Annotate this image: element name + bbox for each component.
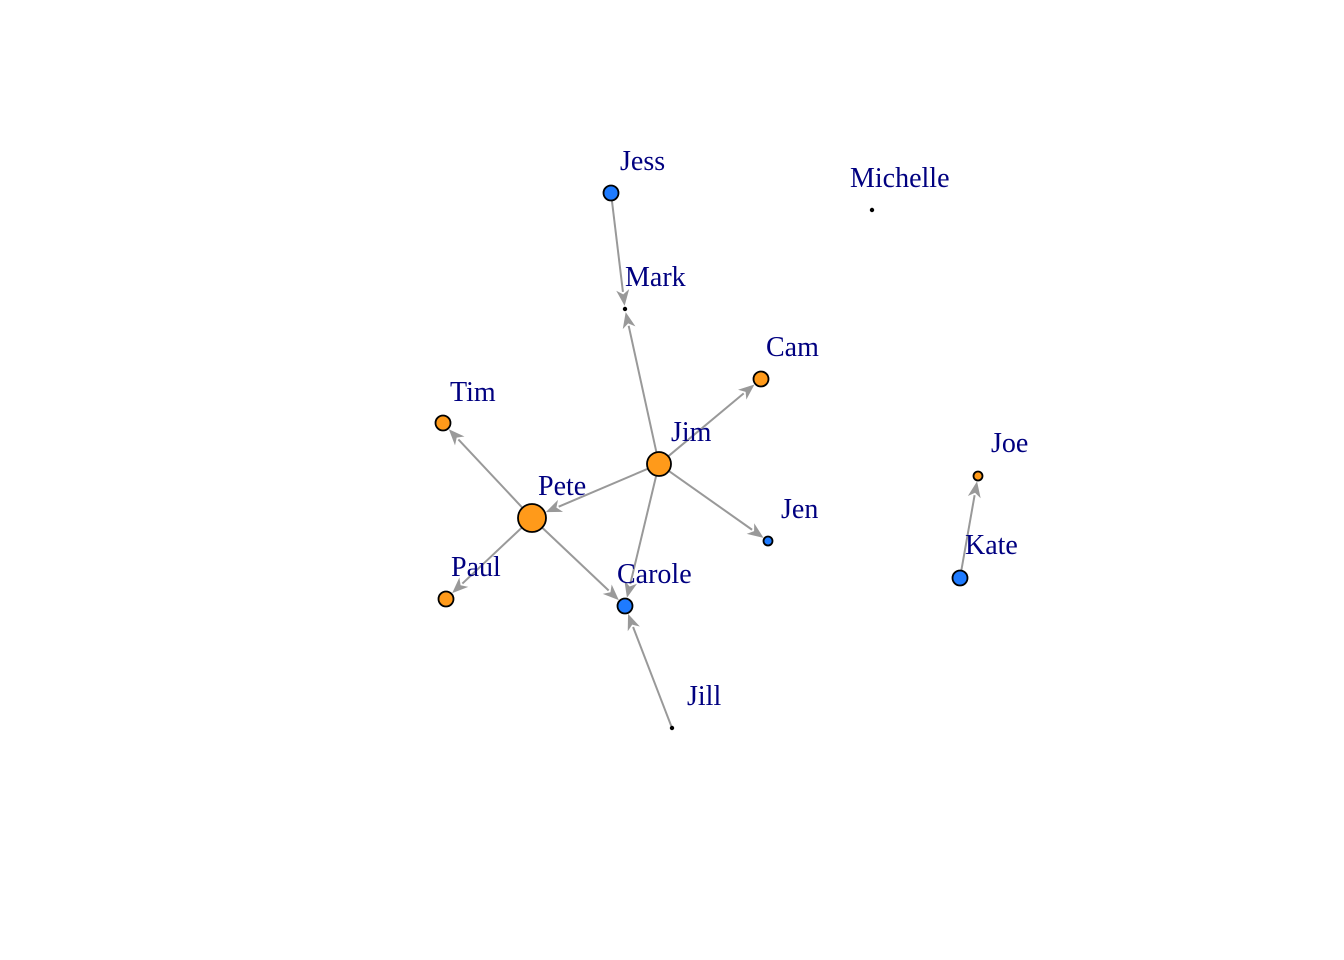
- arrowhead-jim-jen: [746, 523, 764, 538]
- arrowhead-jim-pete: [545, 499, 564, 513]
- node-jess: [602, 184, 620, 202]
- label-jim: Jim: [671, 417, 712, 448]
- node-cam: [752, 370, 770, 388]
- edge-kate-joe: [960, 495, 976, 571]
- nodes-layer: [434, 184, 984, 731]
- label-kate: Kate: [965, 530, 1018, 561]
- arrowhead-kate-joe: [967, 481, 981, 499]
- node-jen: [762, 535, 774, 547]
- label-joe: Joe: [991, 428, 1028, 459]
- arrowhead-pete-paul: [452, 577, 469, 594]
- edge-jim-carole: [629, 475, 658, 585]
- arrowhead-jill-carole: [627, 613, 640, 632]
- arrowhead-jess-mark: [616, 289, 630, 306]
- label-mark: Mark: [625, 262, 686, 293]
- label-jen: Jen: [781, 494, 818, 525]
- arrowhead-jim-carole: [624, 580, 638, 598]
- label-cam: Cam: [766, 332, 819, 363]
- label-jess: Jess: [620, 146, 665, 177]
- arrowhead-pete-tim: [448, 429, 465, 446]
- edge-pete-carole: [541, 526, 610, 592]
- edge-pete-tim: [457, 438, 524, 509]
- node-kate: [951, 569, 969, 587]
- edge-jim-cam: [667, 392, 745, 458]
- label-tim: Tim: [450, 377, 496, 408]
- edge-jess-mark: [610, 200, 624, 293]
- node-michelle: [869, 207, 875, 213]
- label-paul: Paul: [451, 552, 501, 583]
- arrowhead-jim-cam: [738, 384, 755, 400]
- edge-jim-pete: [558, 467, 649, 508]
- node-paul: [437, 590, 455, 608]
- label-jill: Jill: [687, 681, 721, 712]
- arrowhead-jim-mark: [622, 312, 636, 330]
- node-mark: [622, 306, 628, 312]
- edges-layer: [448, 200, 981, 727]
- node-jill: [669, 725, 675, 731]
- label-pete: Pete: [538, 471, 586, 502]
- edge-pete-paul: [461, 526, 523, 585]
- edge-jim-mark: [627, 325, 658, 453]
- label-carole: Carole: [617, 559, 692, 590]
- node-joe: [972, 470, 984, 482]
- edge-jill-carole: [632, 626, 673, 727]
- label-michelle: Michelle: [850, 163, 950, 194]
- edge-jim-jen: [668, 470, 753, 531]
- node-pete: [517, 503, 547, 533]
- node-jim: [646, 451, 672, 477]
- arrowhead-pete-carole: [602, 584, 619, 601]
- node-tim: [434, 414, 452, 432]
- node-carole: [616, 597, 634, 615]
